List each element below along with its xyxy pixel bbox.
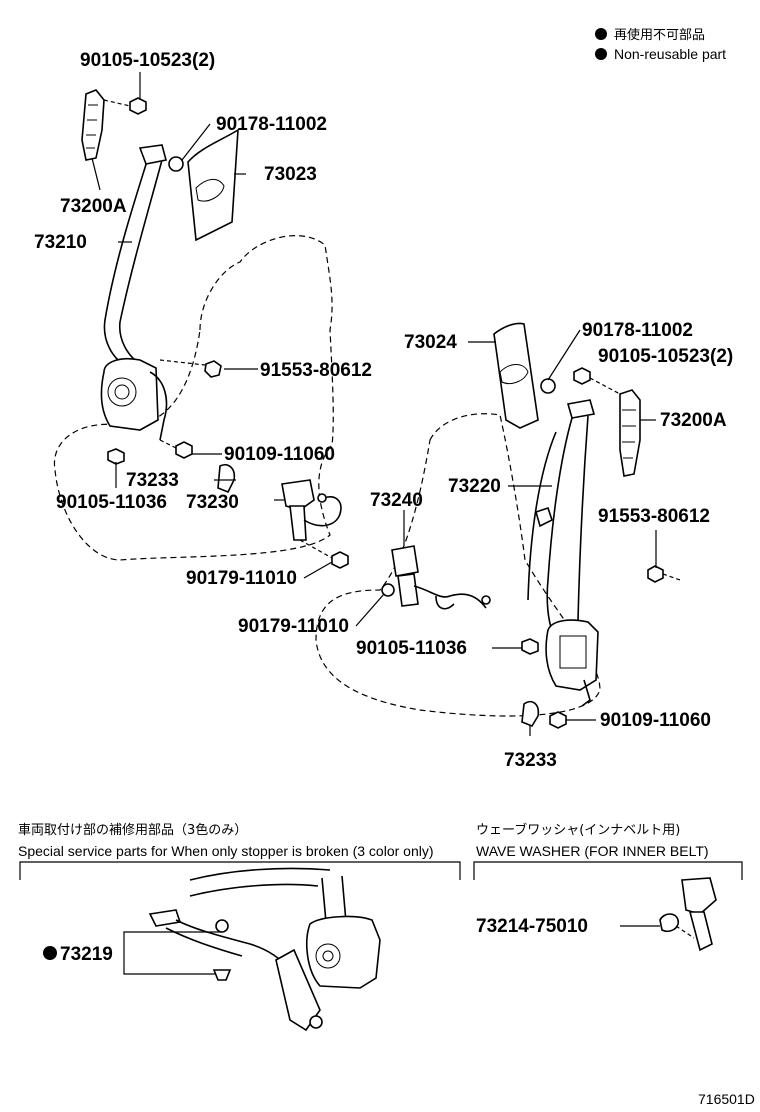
special-title-jp: 車両取付け部の補修用部品（3色のみ） xyxy=(18,822,247,838)
right-nut-icon xyxy=(540,378,556,394)
left-nut-icon xyxy=(168,156,184,172)
left-anchor-cover xyxy=(217,464,236,494)
left-bolt-floor-icon xyxy=(107,448,125,465)
wave-washer-section: ウェーブワッシャ(インナベルト用) WAVE WASHER (FOR INNER… xyxy=(473,822,743,952)
left-bolt-top-icon xyxy=(129,97,147,115)
right-retractor xyxy=(545,619,599,691)
callout-91553-80612: 91553-80612 xyxy=(598,506,710,527)
callout-73023: 73023 xyxy=(264,164,317,185)
callout-90178-11002: 90178-11002 xyxy=(582,320,693,341)
stopper-button-icon xyxy=(215,919,229,933)
special-service-section: 車両取付け部の補修用部品（3色のみ） Special service parts… xyxy=(18,822,461,1032)
legend: 再使用不可部品 Non-reusable part xyxy=(595,27,726,62)
stopper-icon xyxy=(212,969,232,981)
non-reusable-bullet-icon xyxy=(595,48,607,60)
callout-90178-11002: 90178-11002 xyxy=(216,114,327,135)
left-retractor xyxy=(100,357,159,431)
right-bolt-top-icon xyxy=(573,367,591,385)
washer-title-en: WAVE WASHER (FOR INNER BELT) xyxy=(476,843,709,859)
callout-73230: 73230 xyxy=(186,492,239,513)
right-bolt-floor-icon xyxy=(521,638,539,655)
right-bolt-mid-icon xyxy=(647,565,664,583)
callout-73214-75010: 73214-75010 xyxy=(476,916,588,937)
callout-90105-11036: 90105-11036 xyxy=(56,492,167,513)
washer-title-jp: ウェーブワッシャ(インナベルト用) xyxy=(476,822,680,838)
callout-90105-10523: 90105-10523(2) xyxy=(80,50,215,71)
legend-en: Non-reusable part xyxy=(614,46,726,62)
non-reusable-bullet-icon xyxy=(595,28,607,40)
right-pillar-garnish xyxy=(493,322,539,429)
left-buckle-nut-icon xyxy=(331,551,349,569)
right-buckle-nut-icon xyxy=(381,583,395,597)
right-buckle xyxy=(391,545,419,577)
callout-73233: 73233 xyxy=(504,750,557,771)
callout-73200a: 73200A xyxy=(60,196,127,217)
callout-73200a: 73200A xyxy=(660,410,727,431)
callout-90109-11060: 90109-11060 xyxy=(600,710,711,731)
right-height-adjuster xyxy=(619,389,641,477)
callout-90179-11010: 90179-11010 xyxy=(186,568,297,589)
callout-90109-11060: 90109-11060 xyxy=(224,444,335,465)
callout-73233: 73233 xyxy=(126,470,179,491)
washer-bracket xyxy=(473,861,743,880)
right-belt-assembly xyxy=(381,322,681,729)
callout-90105-10523: 90105-10523(2) xyxy=(598,346,733,367)
callout-73024: 73024 xyxy=(404,332,457,353)
inner-belt-buckle xyxy=(681,877,717,915)
left-belt-assembly xyxy=(81,89,349,569)
non-reusable-bullet-icon xyxy=(43,946,57,960)
special-bracket xyxy=(19,861,461,880)
left-pillar-garnish xyxy=(187,128,239,242)
callout-90105-11036: 90105-11036 xyxy=(356,638,467,659)
callout-73219: 73219 xyxy=(60,944,113,965)
callout-91553-80612: 91553-80612 xyxy=(260,360,372,381)
left-seat-outline xyxy=(53,235,334,561)
callout-73240: 73240 xyxy=(370,490,423,511)
left-bolt-low-icon xyxy=(175,441,193,459)
left-buckle xyxy=(281,479,315,511)
callout-73210: 73210 xyxy=(34,232,87,253)
left-bolt-mid-icon xyxy=(204,360,222,378)
legend-jp: 再使用不可部品 xyxy=(614,27,705,43)
callout-73220: 73220 xyxy=(448,476,501,497)
leader-lines xyxy=(91,72,657,736)
wave-washer-icon xyxy=(659,913,680,933)
special-retractor xyxy=(306,915,381,989)
right-bolt-low-icon xyxy=(549,711,567,729)
special-title-en: Special service parts for When only stop… xyxy=(18,843,434,859)
callout-90179-11010: 90179-11010 xyxy=(238,616,349,637)
left-height-adjuster xyxy=(81,89,105,161)
right-anchor-cover xyxy=(521,700,540,727)
diagram-id: 716501D xyxy=(698,1091,755,1107)
callouts: 90105-10523(2) 90178-11002 73023 73200A … xyxy=(34,50,733,771)
right-seat-outline xyxy=(315,413,601,717)
